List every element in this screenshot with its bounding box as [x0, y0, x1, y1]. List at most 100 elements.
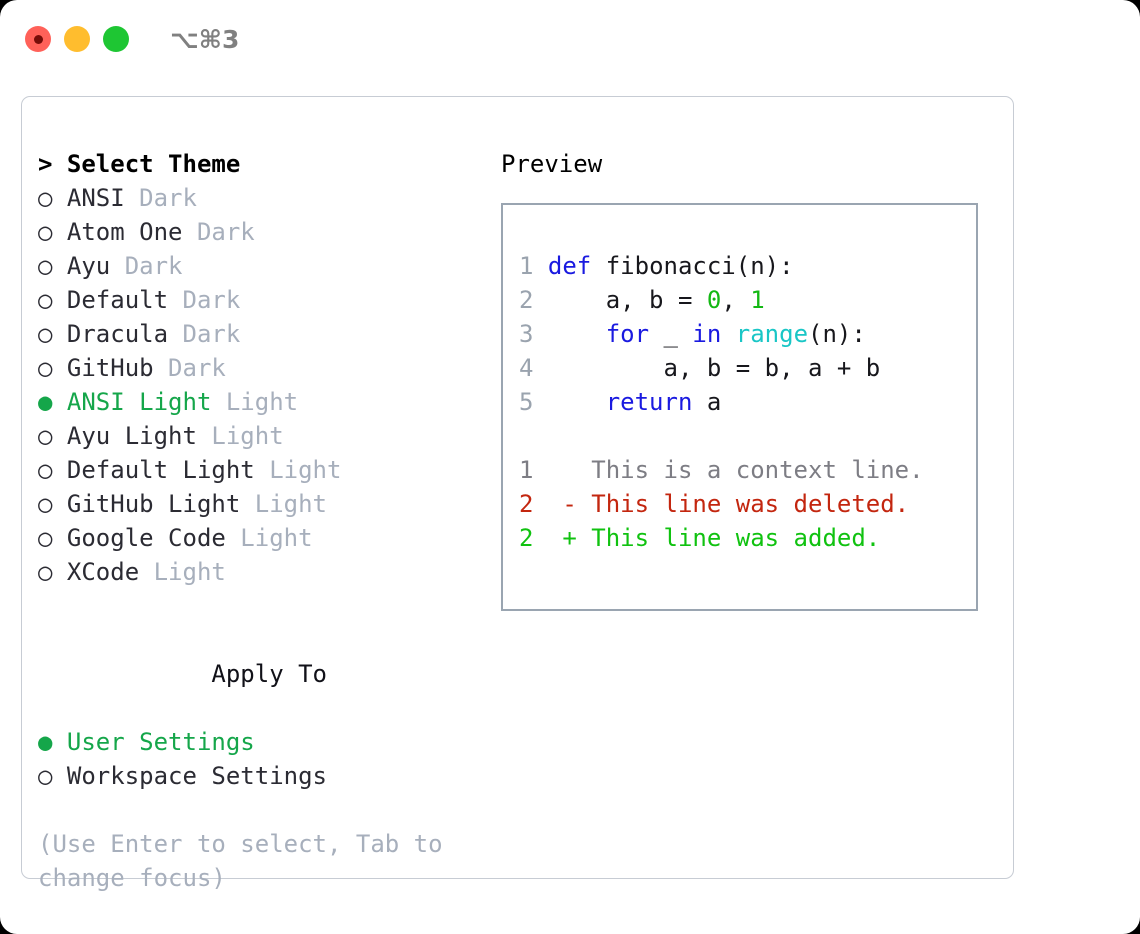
close-pip-icon	[33, 34, 43, 44]
theme-item-label: Ayu	[52, 252, 111, 280]
minimize-button-icon[interactable]	[64, 26, 90, 52]
theme-item-ansi[interactable]: ○ ANSI Dark	[38, 181, 488, 215]
diff-text: This line was added.	[591, 524, 881, 552]
radio-selected-icon: ●	[38, 728, 53, 756]
radio-unselected-icon: ○	[38, 456, 53, 484]
diff-line-del: 2 - This line was deleted.	[519, 487, 924, 521]
code-token-plain: (n):	[808, 320, 866, 348]
theme-item-github[interactable]: ○ GitHub Dark	[38, 351, 488, 385]
code-token-bi: range	[735, 320, 809, 348]
preview-header: Preview	[501, 150, 603, 178]
keyboard-shortcut-label: ⌥⌘3	[170, 24, 240, 54]
radio-unselected-icon: ○	[38, 252, 53, 280]
diff-sample: 1 This is a context line.2 - This line w…	[519, 453, 924, 555]
code-gutter-space	[533, 354, 547, 382]
diff-sign	[533, 456, 591, 484]
code-gutter-space	[533, 252, 547, 280]
code-line: 4 a, b = b, a + b	[519, 351, 880, 385]
theme-item-label: Default Light	[52, 456, 255, 484]
code-line-number: 1	[519, 252, 534, 280]
code-token-kw: def	[547, 252, 592, 280]
panel-columns: > Select Theme ○ ANSI Dark○ Atom One Dar…	[22, 97, 1013, 892]
zoom-button-icon[interactable]	[103, 26, 129, 52]
radio-unselected-icon: ○	[38, 320, 53, 348]
code-line: 1 def fibonacci(n):	[519, 249, 880, 283]
hint-spacer	[38, 793, 488, 827]
code-token-kw: for	[605, 320, 650, 348]
theme-item-ayu-light[interactable]: ○ Ayu Light Light	[38, 419, 488, 453]
code-token-plain: fibonacci(n):	[591, 252, 794, 280]
code-line: 2 a, b = 0, 1	[519, 283, 880, 317]
theme-item-default-light[interactable]: ○ Default Light Light	[38, 453, 488, 487]
theme-item-label: GitHub	[52, 354, 154, 382]
apply-to-header: Apply To	[38, 623, 488, 725]
theme-item-label: GitHub Light	[52, 490, 241, 518]
diff-sign: -	[533, 490, 592, 518]
theme-item-label: Atom One	[52, 218, 183, 246]
preview-column: Preview 1 def fibonacci(n):2 a, b = 0, 1…	[501, 147, 1001, 611]
code-token-num: 0	[706, 286, 722, 314]
code-token-kw: return	[605, 388, 693, 416]
theme-item-category: Dark	[168, 286, 241, 314]
theme-item-category: Light	[225, 524, 313, 552]
radio-unselected-icon: ○	[38, 558, 53, 586]
code-token-kw: in	[692, 320, 722, 348]
theme-item-category: Light	[240, 490, 327, 518]
radio-unselected-icon: ○	[38, 422, 53, 450]
radio-unselected-icon: ○	[38, 490, 53, 518]
theme-item-ayu[interactable]: ○ Ayu Dark	[38, 249, 488, 283]
select-theme-header: > Select Theme	[38, 150, 241, 178]
code-token-plain: _	[649, 320, 693, 348]
radio-selected-icon: ●	[38, 388, 53, 416]
code-token-num: 1	[750, 286, 765, 314]
radio-unselected-icon: ○	[38, 218, 53, 246]
radio-unselected-icon: ○	[38, 524, 53, 552]
apply-to-item-user-settings[interactable]: ● User Settings	[38, 725, 488, 759]
theme-item-label: Ayu Light	[52, 422, 197, 450]
list-spacer	[38, 589, 488, 623]
apply-to-list: ● User Settings○ Workspace Settings	[38, 725, 488, 793]
theme-item-category: Light	[254, 456, 342, 484]
theme-item-ansi-light[interactable]: ● ANSI Light Light	[38, 385, 488, 419]
apply-to-item-label: Workspace Settings	[52, 762, 327, 790]
theme-item-label: Google Code	[52, 524, 226, 552]
theme-item-label: Dracula	[52, 320, 169, 348]
theme-item-dracula[interactable]: ○ Dracula Dark	[38, 317, 488, 351]
theme-item-category: Dark	[168, 320, 241, 348]
diff-line-number: 2	[519, 524, 534, 552]
theme-item-label: ANSI Light	[52, 388, 212, 416]
theme-item-github-light[interactable]: ○ GitHub Light Light	[38, 487, 488, 521]
theme-item-category: Dark	[182, 218, 255, 246]
close-button-icon[interactable]	[25, 26, 51, 52]
diff-sign: +	[533, 524, 592, 552]
diff-line-number: 1	[519, 456, 534, 484]
theme-item-label: ANSI	[52, 184, 125, 212]
diff-line-number: 2	[519, 490, 534, 518]
code-line-number: 5	[519, 388, 534, 416]
theme-item-default[interactable]: ○ Default Dark	[38, 283, 488, 317]
theme-item-xcode[interactable]: ○ XCode Light	[38, 555, 488, 589]
theme-item-category: Light	[196, 422, 284, 450]
theme-selector-column: > Select Theme ○ ANSI Dark○ Atom One Dar…	[38, 147, 488, 895]
diff-line-ctx: 1 This is a context line.	[519, 453, 924, 487]
code-token-plain	[548, 388, 606, 416]
code-token-plain: ,	[721, 286, 751, 314]
diff-text: This is a context line.	[591, 456, 924, 484]
diff-line-add: 2 + This line was added.	[519, 521, 924, 555]
radio-unselected-icon: ○	[38, 354, 53, 382]
theme-item-category: Dark	[153, 354, 226, 382]
theme-item-atom-one[interactable]: ○ Atom One Dark	[38, 215, 488, 249]
theme-item-google-code[interactable]: ○ Google Code Light	[38, 521, 488, 555]
apply-to-item-workspace-settings[interactable]: ○ Workspace Settings	[38, 759, 488, 793]
code-line-number: 3	[519, 320, 534, 348]
diff-text: This line was deleted.	[591, 490, 910, 518]
code-token-plain: a, b = b, a + b	[547, 354, 881, 382]
code-line: 3 for _ in range(n):	[519, 317, 880, 351]
apply-to-label: Apply To	[211, 660, 327, 688]
theme-list: ○ ANSI Dark○ Atom One Dark○ Ayu Dark○ De…	[38, 181, 488, 589]
theme-item-category: Dark	[124, 184, 197, 212]
theme-item-label: XCode	[52, 558, 140, 586]
